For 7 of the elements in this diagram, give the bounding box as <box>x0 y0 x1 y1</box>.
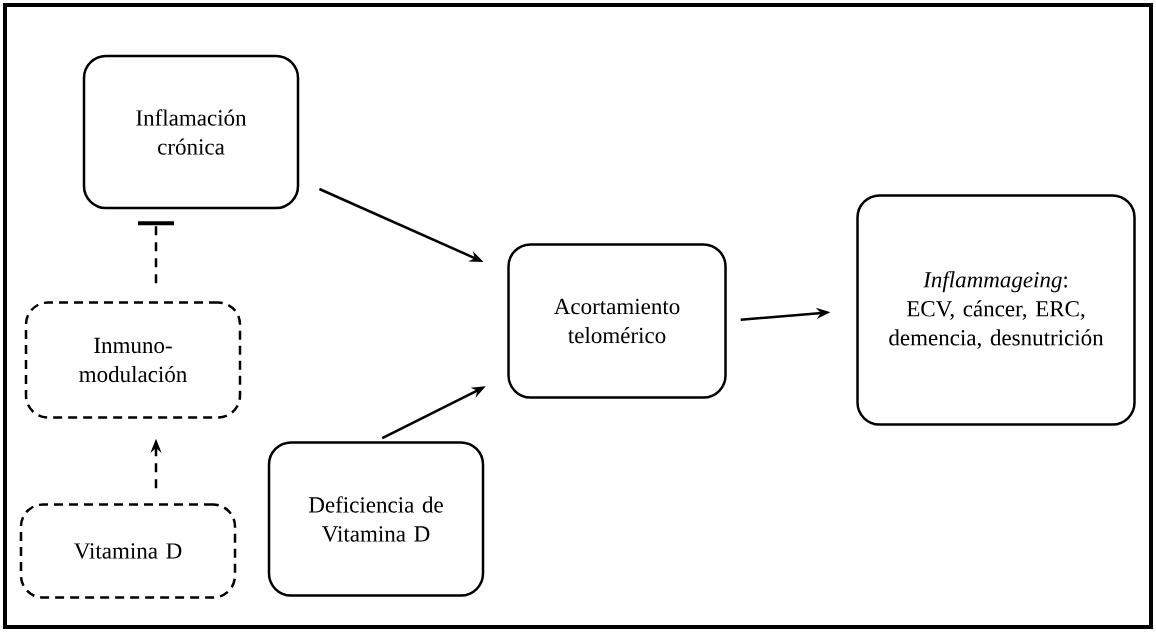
process-box: Deficiencia de Vitamina D <box>267 441 485 597</box>
arrow <box>138 221 174 284</box>
process-box: Inflamación crónica <box>82 54 300 210</box>
process-box: Acortamiento telomérico <box>507 243 727 399</box>
process-box: Vitamina D <box>19 503 237 599</box>
process-box: Inflammageing: ECV, cáncer, ERC, demencia, desnutrición <box>856 194 1136 426</box>
process-box: Inmuno-modulación <box>24 301 242 419</box>
